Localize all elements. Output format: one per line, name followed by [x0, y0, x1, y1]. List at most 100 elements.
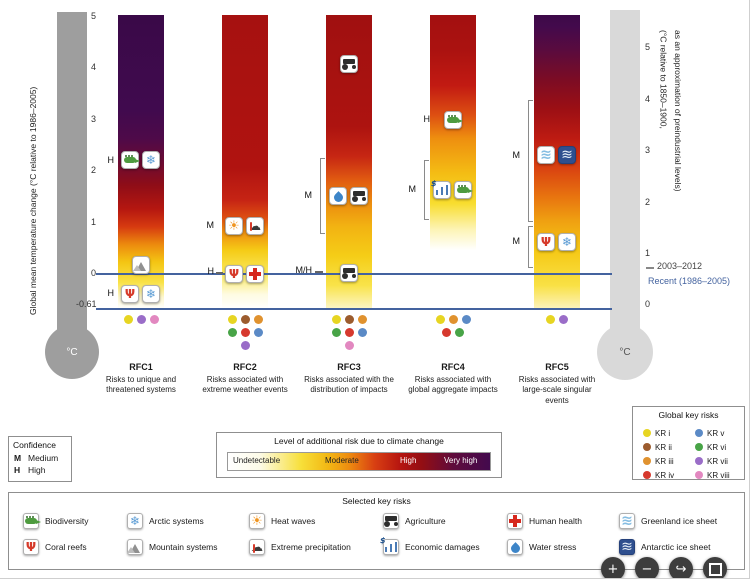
- risk-level-label: High: [400, 456, 417, 465]
- marker-dash: [216, 272, 223, 274]
- key-risk-legend-item: KR iv: [643, 468, 674, 482]
- risk-scale-legend: Level of additional risk due to climate …: [216, 432, 502, 478]
- right-axis-unit: °C: [619, 346, 631, 358]
- right-thermometer-stem: [610, 10, 640, 338]
- key-risk-dot: [461, 315, 471, 324]
- legend-item-biodiversity: Biodiversity: [23, 513, 123, 529]
- rfc4-icon-group-moderate: [431, 179, 473, 199]
- right-axis-tick: 0: [645, 299, 651, 309]
- legend-item-water-stress: Water stress: [507, 539, 615, 555]
- coral-reefs-icon: [23, 539, 39, 555]
- left-axis-tick: 2: [91, 165, 97, 175]
- agriculture-icon: [340, 55, 358, 73]
- legend-item-human-health: Human health: [507, 513, 615, 529]
- key-risk-dot-row: [524, 315, 590, 324]
- key-risk-dot: [695, 457, 703, 465]
- right-thermometer-bulb: °C: [597, 324, 653, 380]
- zoom-out-button[interactable]: −: [635, 557, 659, 578]
- key-risk-dot-row: [108, 315, 174, 324]
- selected-key-risks-legend: Selected key risks Biodiversity Arctic s…: [8, 492, 745, 570]
- left-axis-tick: 5: [91, 11, 97, 21]
- legend-item-arctic-systems: Arctic systems: [127, 513, 245, 529]
- key-risk-dot: [695, 429, 703, 437]
- rfc3-icon-group-top: [340, 55, 358, 73]
- confidence-item: M Medium: [14, 453, 59, 463]
- legend-item-antarctic-ice-sheet: Antarctic ice sheet: [619, 539, 734, 555]
- agriculture-icon: [340, 264, 358, 282]
- right-axis-label: (°C relative to 1850–1900, as an approxi…: [658, 30, 683, 192]
- rfc1-title: RFC1: [129, 362, 153, 372]
- range-bracket: [320, 158, 325, 234]
- key-risk-legend-item: KR i: [643, 426, 674, 440]
- human-health-icon: [246, 265, 264, 283]
- agriculture-icon: [383, 513, 399, 529]
- rfc2-icon-group-moderate: [225, 217, 264, 235]
- legend-item-extreme-precipitation: Extreme precipitation: [249, 539, 379, 555]
- human-health-icon: [507, 513, 523, 529]
- key-risk-dot: [357, 315, 367, 324]
- legend-item-economic-damages: Economic damages: [380, 536, 503, 555]
- left-axis-label: Global mean temperature change (°C relat…: [28, 86, 38, 315]
- rfc5-description: Risks associated with large-scale singul…: [518, 375, 596, 405]
- key-risks-column-1: KR i KR ii KR iii KR iv: [643, 426, 674, 482]
- rfc1-icon-group-high: [121, 151, 160, 169]
- left-axis-tick: -0.61: [76, 299, 97, 309]
- legend-item-heat-waves: Heat waves: [249, 513, 379, 529]
- key-risk-dot: [240, 341, 250, 350]
- heat-waves-icon: [225, 217, 243, 235]
- fullscreen-button[interactable]: [703, 557, 727, 578]
- confidence-legend: Confidence M Medium H High: [8, 436, 72, 482]
- legend-item-mountain-systems: Mountain systems: [127, 539, 245, 555]
- biodiversity-icon: [121, 151, 140, 169]
- key-risk-dot-row: [212, 315, 278, 324]
- coral-reefs-icon: [121, 285, 139, 303]
- key-risk-dot: [227, 315, 237, 324]
- left-axis-tick: 3: [91, 114, 97, 124]
- biodiversity-icon: [444, 111, 463, 129]
- key-risk-dot-row: [420, 315, 486, 324]
- key-risk-dot: [643, 429, 651, 437]
- rfc5-title: RFC5: [545, 362, 569, 372]
- antarctic-ice-sheet-icon: [558, 146, 576, 164]
- left-thermometer-bulb: °C: [45, 325, 99, 379]
- confidence-item: H High: [14, 465, 46, 475]
- share-button[interactable]: ↪: [669, 557, 693, 578]
- rfc3-description: Risks associated with the distribution o…: [304, 375, 394, 395]
- rfc5-icon-group-lower: [537, 233, 576, 251]
- right-axis-tick: 3: [645, 145, 651, 155]
- key-risk-dot-row: [212, 341, 278, 350]
- global-key-risks-title: Global key risks: [658, 410, 719, 420]
- greenland-ice-sheet-icon: [619, 513, 635, 529]
- key-risk-dot: [455, 328, 464, 337]
- key-risk-legend-item: KR v: [695, 426, 730, 440]
- fullscreen-icon: [708, 562, 722, 576]
- period-annotation: 2003–2012: [657, 261, 703, 271]
- key-risk-dot-row: [316, 341, 382, 350]
- range-bracket: [424, 160, 429, 220]
- ember-bar-rfc4: [430, 15, 476, 309]
- antarctic-ice-sheet-icon: [619, 539, 635, 555]
- key-risk-legend-item: KR vi: [695, 440, 730, 454]
- left-thermometer-stem: [57, 12, 87, 338]
- left-axis-tick: 1: [91, 217, 97, 227]
- key-risk-dot-row: [420, 328, 486, 337]
- legend-item-coral-reefs: Coral reefs: [23, 539, 123, 555]
- key-risk-dot: [435, 315, 445, 324]
- agriculture-icon: [350, 187, 368, 205]
- confidence-marker: M: [206, 220, 215, 230]
- rfc1-icon-group-mid: [132, 256, 150, 274]
- left-axis-tick: 4: [91, 62, 97, 72]
- risk-level-label: Very high: [444, 456, 478, 465]
- key-risk-dot: [442, 328, 451, 337]
- share-arrow-icon: ↪: [675, 561, 687, 577]
- key-risk-legend-item: KR vii: [695, 454, 730, 468]
- confidence-marker: M: [512, 150, 521, 160]
- right-axis-tick: 4: [645, 94, 651, 104]
- right-axis-tick: 1: [645, 248, 651, 258]
- biodiversity-icon: [23, 513, 41, 529]
- coral-reefs-icon: [225, 265, 243, 283]
- key-risk-dot: [344, 328, 354, 337]
- key-risk-dot: [253, 328, 263, 337]
- zoom-in-button[interactable]: +: [601, 557, 625, 578]
